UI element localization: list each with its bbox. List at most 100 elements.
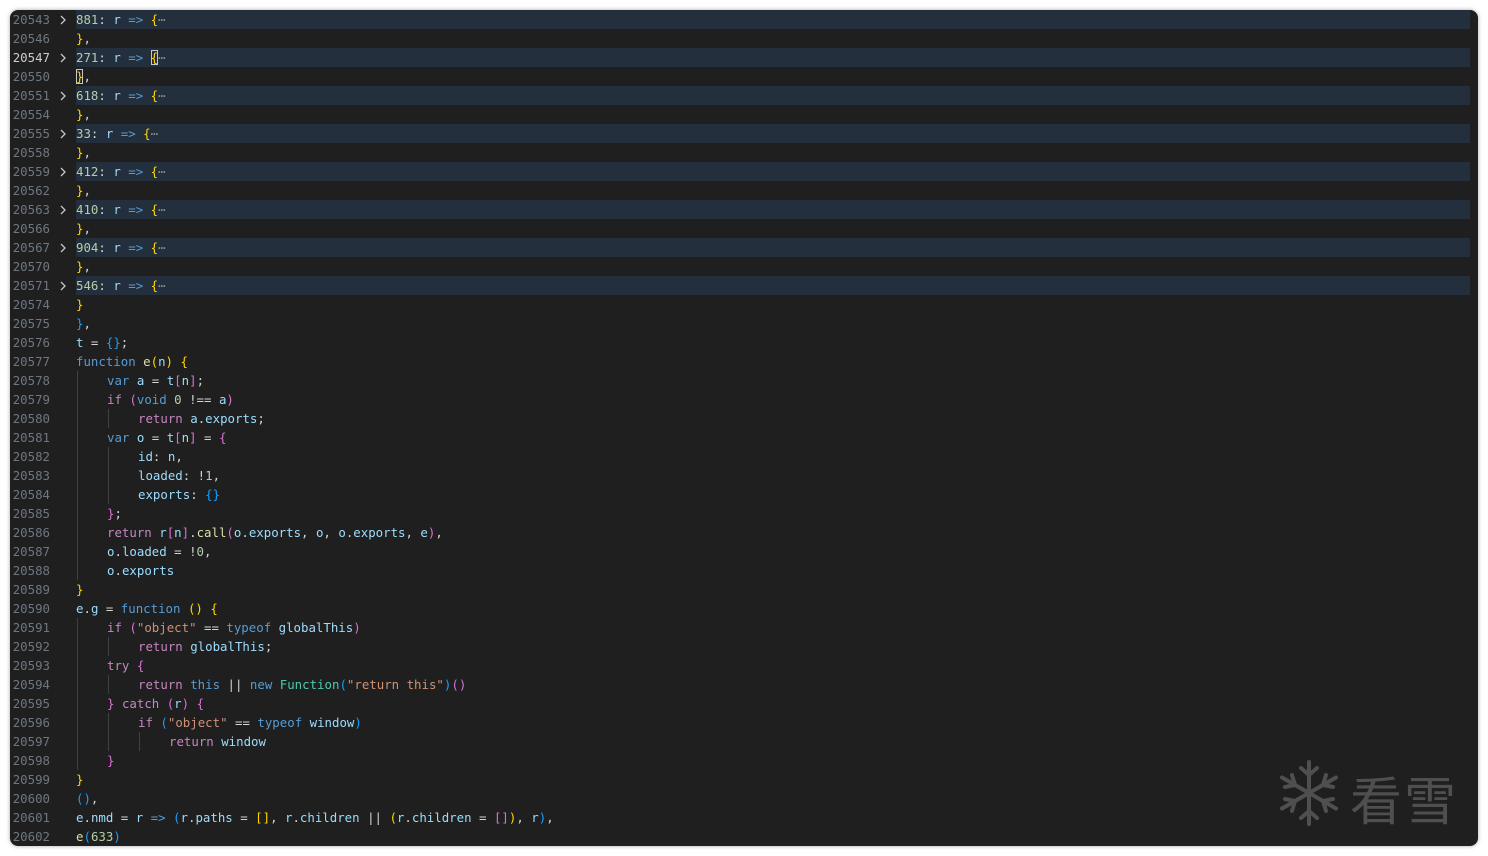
fold-chevron-icon[interactable] xyxy=(58,48,72,67)
line-number: 20592 xyxy=(12,639,50,654)
fold-chevron-icon[interactable] xyxy=(58,276,72,295)
code-token: paths xyxy=(195,810,233,825)
code-text: o.exports xyxy=(107,561,174,580)
code-line[interactable]: 20598} xyxy=(10,751,1470,770)
code-token: . xyxy=(83,601,91,616)
code-token: ) xyxy=(508,810,517,825)
indent-guide xyxy=(77,637,78,656)
code-line[interactable]: 20585}; xyxy=(10,504,1470,523)
fold-chevron-icon[interactable] xyxy=(58,238,72,257)
line-number: 20554 xyxy=(12,107,50,122)
code-line[interactable]: 20600(), xyxy=(10,789,1470,808)
line-number: 20575 xyxy=(12,316,50,331)
line-number: 20566 xyxy=(12,221,50,236)
code-token: window xyxy=(221,734,266,749)
code-token: ⋯ xyxy=(158,12,166,27)
code-token: r xyxy=(180,810,188,825)
code-token: ⋯ xyxy=(158,202,166,217)
code-line[interactable]: 20589} xyxy=(10,580,1470,599)
indent-guide xyxy=(108,732,109,751)
code-token: ) xyxy=(165,354,174,369)
fold-chevron-icon[interactable] xyxy=(58,86,72,105)
code-text: try { xyxy=(107,656,144,675)
fold-chevron-icon[interactable] xyxy=(58,124,72,143)
code-line[interactable]: 20550}, xyxy=(10,67,1470,86)
code-token: t xyxy=(76,335,84,350)
line-number: 20551 xyxy=(12,88,50,103)
code-token: a xyxy=(218,392,227,407)
code-token: } xyxy=(76,69,84,84)
code-token: r xyxy=(113,12,121,27)
indent-guide xyxy=(108,466,109,485)
line-number: 20602 xyxy=(12,829,50,844)
code-token: children xyxy=(299,810,360,825)
code-token: nmd xyxy=(90,810,114,825)
code-line[interactable]: 20599} xyxy=(10,770,1470,789)
code-token: () xyxy=(187,601,203,616)
indent-guide xyxy=(77,447,78,466)
code-line[interactable]: 20574} xyxy=(10,295,1470,314)
watermark: 看雪 xyxy=(1274,758,1464,833)
code-token: ⋯ xyxy=(150,126,159,141)
code-token: . xyxy=(114,563,122,578)
line-number: 20582 xyxy=(12,449,50,464)
line-number: 20591 xyxy=(12,620,50,635)
indent-guide xyxy=(77,542,78,561)
code-token: 881 xyxy=(76,12,99,27)
code-line[interactable]: 20554}, xyxy=(10,105,1470,124)
indent-guide xyxy=(77,694,78,713)
code-token: == xyxy=(196,620,227,635)
code-line[interactable]: 20566}, xyxy=(10,219,1470,238)
code-token: } xyxy=(107,696,115,711)
code-token: . xyxy=(292,810,300,825)
line-number: 20590 xyxy=(12,601,50,616)
folded-region-highlight xyxy=(76,200,1470,219)
fold-chevron-icon[interactable] xyxy=(58,162,72,181)
code-line[interactable]: 20558}, xyxy=(10,143,1470,162)
code-token: o xyxy=(107,563,115,578)
code-line[interactable]: 20546}, xyxy=(10,29,1470,48)
code-line[interactable]: 20575}, xyxy=(10,314,1470,333)
line-number: 20598 xyxy=(12,753,50,768)
code-line[interactable]: 20595} catch (r) { xyxy=(10,694,1470,713)
fold-chevron-icon[interactable] xyxy=(58,200,72,219)
code-token: o xyxy=(136,430,145,445)
code-token: } xyxy=(76,259,84,274)
code-text: }; xyxy=(107,504,122,523)
code-line[interactable]: 20570}, xyxy=(10,257,1470,276)
code-line[interactable]: 20562}, xyxy=(10,181,1470,200)
code-token: [] xyxy=(255,810,271,825)
fold-chevron-icon[interactable] xyxy=(58,10,72,29)
code-token: : xyxy=(190,487,206,502)
